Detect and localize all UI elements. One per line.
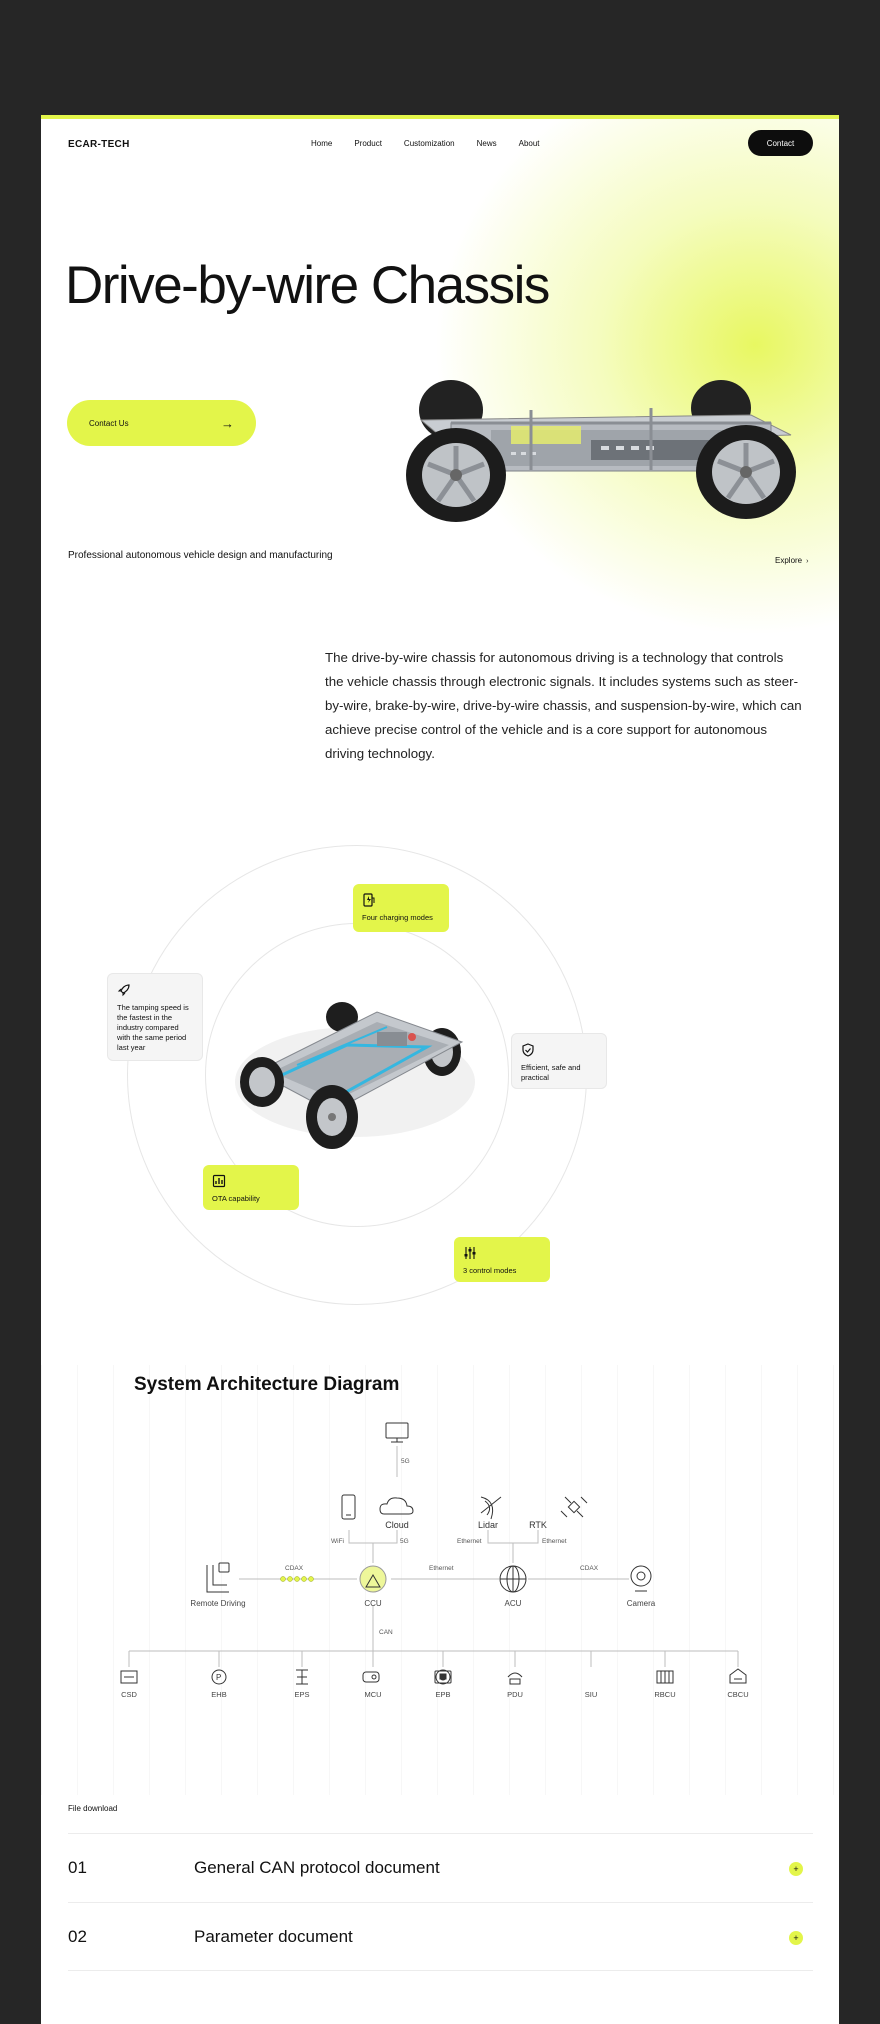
node-remote-driving-label: Remote Driving [190,1599,245,1608]
monitor-icon [385,1422,409,1443]
chassis-hero-image [406,380,796,522]
link-can: CAN [379,1629,393,1636]
mcu-icon [362,1671,380,1683]
feature-ota-label: OTA capability [212,1194,260,1203]
feature-speed-label: The tamping speed is the fastest in the … [117,1003,189,1052]
bus-node-pdu: PDU [507,1690,523,1699]
node-lidar-label: Lidar [478,1520,498,1530]
bus-node-epb: EPB [435,1690,450,1699]
siu-icon [507,1672,523,1685]
plus-icon[interactable]: + [789,1862,803,1876]
lidar-icon [480,1496,502,1520]
bus-node-cbcu: CBCU [727,1690,748,1699]
feature-ota: OTA capability [203,1165,299,1210]
feature-safe-label: Efficient, safe and practical [521,1063,581,1082]
pdu-icon [434,1670,452,1684]
rbcu-icon [656,1670,674,1684]
hero-subtitle: Professional autonomous vehicle design a… [68,550,333,561]
brand-logo[interactable]: ECAR-TECH [68,139,130,150]
ehb-icon: P [211,1669,227,1685]
feature-control: 3 control modes [454,1237,550,1282]
phone-icon [341,1494,356,1520]
remote-driving-icon [206,1562,230,1593]
page: ECAR-TECH Home Product Customization New… [41,115,839,2024]
arrow-right-icon: → [221,415,234,431]
link-ethernet-right: Ethernet [542,1538,567,1545]
feature-speed: The tamping speed is the fastest in the … [107,973,203,1061]
node-rtk-label: RTK [529,1520,547,1530]
cbcu-icon [729,1668,747,1684]
link-5g-monitor: 5G [401,1458,410,1465]
satellite-icon [560,1496,588,1518]
charging-icon [363,893,375,907]
node-cloud-label: Cloud [385,1520,409,1530]
file-number: 02 [68,1927,87,1946]
bus-node-rbcu: RBCU [654,1690,675,1699]
arrow-small-icon: › [806,558,809,565]
nav-about[interactable]: About [518,139,540,148]
link-ethernet-mid: Ethernet [429,1565,454,1572]
shield-icon [522,1043,534,1057]
acu-icon [499,1565,527,1593]
sliders-icon [464,1247,476,1259]
file-download-label: File download [68,1804,118,1813]
svg-text:P: P [216,1673,221,1682]
explore-link[interactable]: Explore› [775,556,808,565]
nav-product[interactable]: Product [354,139,382,148]
node-acu-label: ACU [505,1599,522,1608]
chart-icon [212,1174,226,1188]
nav-customization[interactable]: Customization [403,139,455,148]
architecture-diagram: P 5G WiFi 5G Ethernet Ethernet CDAX Ethe… [120,1422,749,1699]
bus-node-siu: SIU [585,1690,598,1699]
bus-node-eps: EPS [294,1690,309,1699]
file-name[interactable]: Parameter document [194,1927,353,1946]
bus-node-csd: CSD [121,1690,137,1699]
feature-safe: Efficient, safe and practical [511,1033,607,1089]
rocket-icon [117,984,130,997]
link-cdax-right: CDAX [580,1565,599,1572]
architecture-grid-bg [41,1365,839,1795]
main-nav: Home Product Customization News About [311,139,540,148]
file-row[interactable]: 01 General CAN protocol document + [68,1833,813,1902]
link-wifi: WiFi [331,1538,344,1545]
link-cdax-left: CDAX [285,1565,304,1572]
contact-button[interactable]: Contact [748,130,813,156]
nav-home[interactable]: Home [311,139,333,148]
bus-node-mcu: MCU [364,1690,381,1699]
feature-charging-label: Four charging modes [362,913,433,922]
plus-icon[interactable]: + [789,1931,803,1945]
node-ccu-label: CCU [364,1599,382,1608]
eps-icon [296,1669,308,1685]
hero-title: Drive-by-wire Chassis [65,256,550,315]
file-name[interactable]: General CAN protocol document [194,1858,440,1877]
camera-icon [630,1565,652,1592]
file-number: 01 [68,1858,87,1877]
link-ethernet-left: Ethernet [457,1538,482,1545]
link-5g-cloud: 5G [400,1538,409,1545]
contact-us-label: Contact Us [89,418,129,428]
cloud-icon [379,1497,414,1515]
contact-us-button[interactable]: Contact Us → [67,400,256,446]
node-camera-label: Camera [627,1599,656,1608]
nav-news[interactable]: News [476,139,497,148]
csd-icon [120,1670,138,1684]
bus-node-ehb: EHB [211,1690,226,1699]
file-row[interactable]: 02 Parameter document + [68,1902,813,1971]
explore-label: Explore [775,556,803,565]
description: The drive-by-wire chassis for autonomous… [325,650,802,761]
chassis-center-image [235,1002,475,1149]
feature-charging: Four charging modes [353,884,449,932]
architecture-title: System Architecture Diagram [134,1374,400,1395]
feature-control-label: 3 control modes [463,1266,517,1275]
ccu-icon [359,1565,387,1593]
